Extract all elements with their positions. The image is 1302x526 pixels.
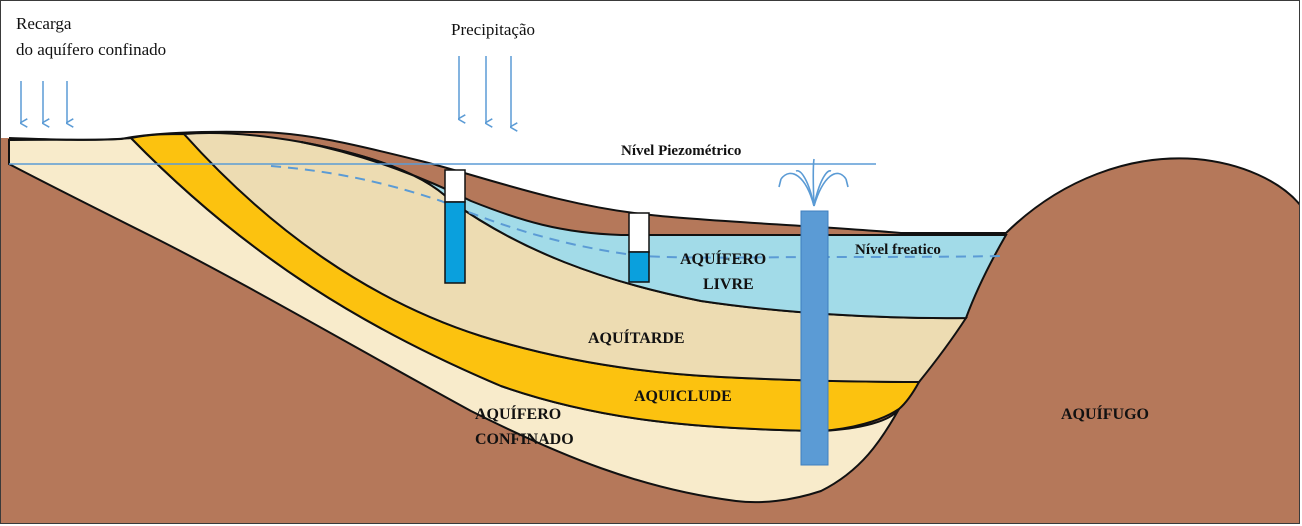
sky [1, 1, 1299, 233]
recharge-label-line2: do aquífero confinado [16, 40, 166, 59]
confined-aquifer-label-line1: AQUÍFERO [475, 404, 561, 423]
aquiclude-label: AQUICLUDE [634, 388, 732, 405]
observation-well-2 [628, 212, 650, 283]
precipitation-arrows-icon [459, 56, 511, 127]
unconfined-aquifer-label-line2: LIVRE [703, 276, 754, 293]
precipitation-label: Precipitação [451, 20, 535, 39]
recharge-arrows-icon [21, 81, 67, 123]
confined-aquifer-label-line2: CONFINADO [475, 431, 574, 448]
piezometric-level-label: Nível Piezométrico [621, 143, 741, 159]
observation-well-1 [444, 169, 466, 284]
ground-surface [8, 130, 1299, 234]
water-table-label: Nível freatico [855, 242, 941, 258]
artesian-fountain-icon [778, 158, 849, 207]
artesian-well [800, 210, 829, 466]
aquitard-label: AQUÍTARDE [588, 328, 685, 347]
recharge-label-line1: Recarga [16, 14, 72, 33]
unconfined-aquifer-label-line1: AQUÍFERO [680, 249, 766, 268]
aquifugo-label: AQUÍFUGO [1061, 404, 1149, 423]
